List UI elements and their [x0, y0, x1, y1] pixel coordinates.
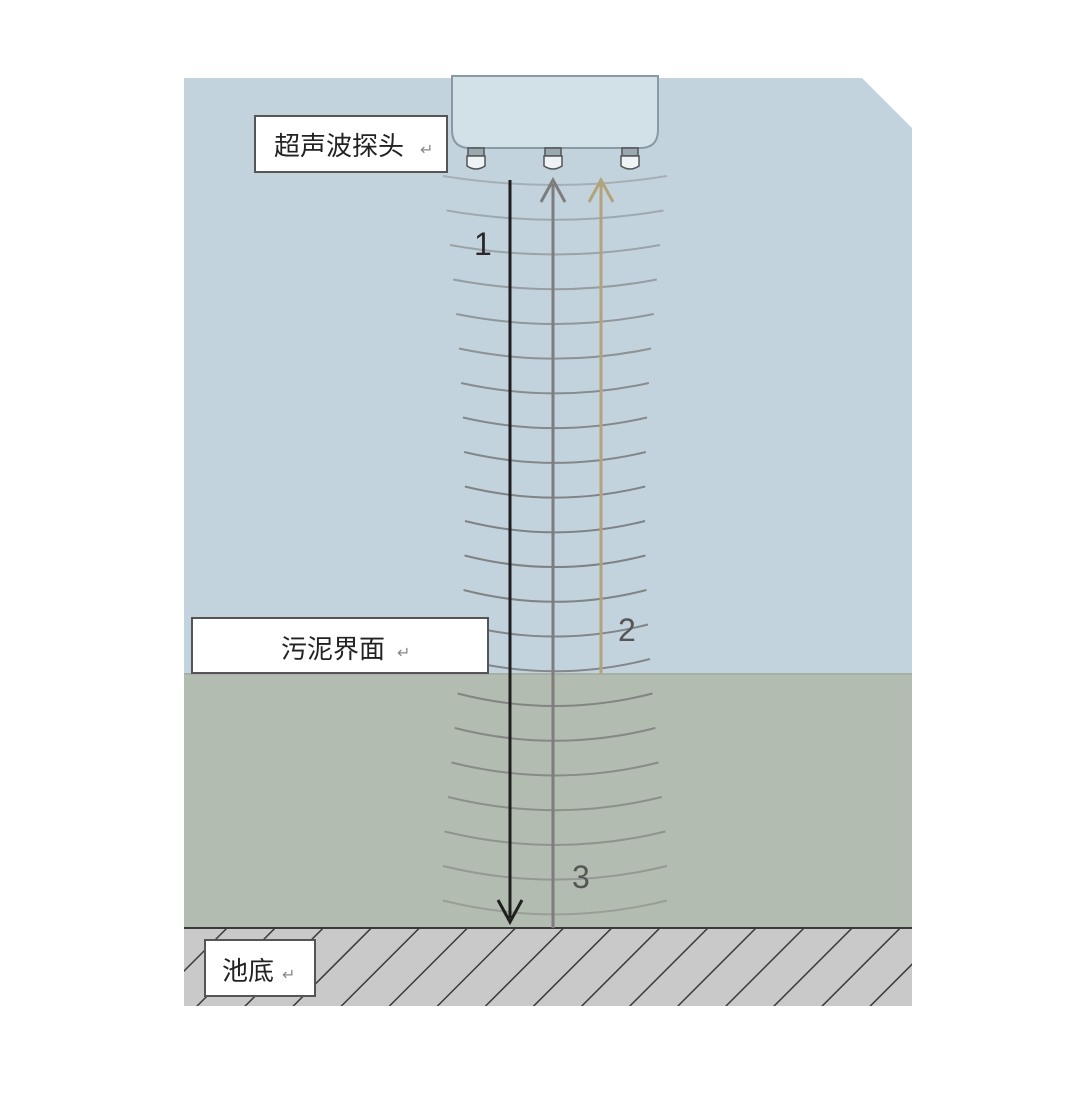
tank-bottom-label: 池底 ↵: [204, 939, 316, 997]
sound-wave-arc: [462, 416, 648, 430]
sludge-label-return-mark: ↵: [397, 643, 410, 662]
ultrasonic-probe: [451, 75, 659, 170]
sludge-interface-label: 污泥界面 ↵: [191, 617, 489, 674]
sound-wave-arc: [456, 313, 654, 325]
path-number-3: 3: [572, 859, 590, 895]
sound-wave-arc: [460, 382, 650, 395]
sound-wave-arc: [449, 244, 661, 256]
arrow-1-emitted: [496, 180, 524, 926]
sludge-layer: [184, 674, 912, 928]
sound-wave-arc: [463, 451, 647, 464]
sound-wave-arc: [464, 485, 646, 499]
probe-label: 超声波探头 ↵: [254, 115, 448, 173]
sound-wave-arc: [458, 347, 652, 360]
sludge-interface-label-text: 污泥界面: [281, 635, 385, 665]
sound-wave-arc: [464, 554, 646, 569]
tank-bottom-label-text: 池底: [222, 957, 274, 987]
probe-label-text: 超声波探头: [274, 132, 404, 162]
arrow-3-bottom-echo: [539, 176, 567, 928]
path-number-1: 1: [474, 226, 492, 262]
sound-waves: [442, 175, 668, 916]
probe-sensor-left: [466, 147, 486, 170]
probe-body: [451, 75, 659, 149]
sound-wave-arc: [442, 899, 668, 916]
arrow-2-interface-echo: [587, 176, 615, 674]
tank-panel: [184, 78, 912, 1006]
sound-wave-arc: [442, 865, 668, 881]
bottom-label-return-mark: ↵: [282, 965, 295, 984]
probe-label-return-mark: ↵: [420, 140, 433, 159]
sound-wave-arc: [444, 830, 666, 846]
path-number-2: 2: [618, 612, 636, 648]
sound-wave-arc: [463, 589, 647, 603]
path-arrows: [496, 176, 615, 928]
sound-wave-arc: [451, 761, 659, 777]
sound-wave-arc: [457, 692, 653, 707]
sound-wave-arc: [453, 278, 657, 291]
probe-sensor-right: [620, 147, 640, 170]
water-layer: [184, 78, 912, 674]
sound-wave-arc: [446, 209, 664, 221]
sound-wave-arc: [464, 520, 646, 534]
sound-wave-arc: [454, 727, 656, 742]
sound-wave-arc: [447, 796, 663, 812]
probe-sensor-center: [543, 147, 563, 170]
